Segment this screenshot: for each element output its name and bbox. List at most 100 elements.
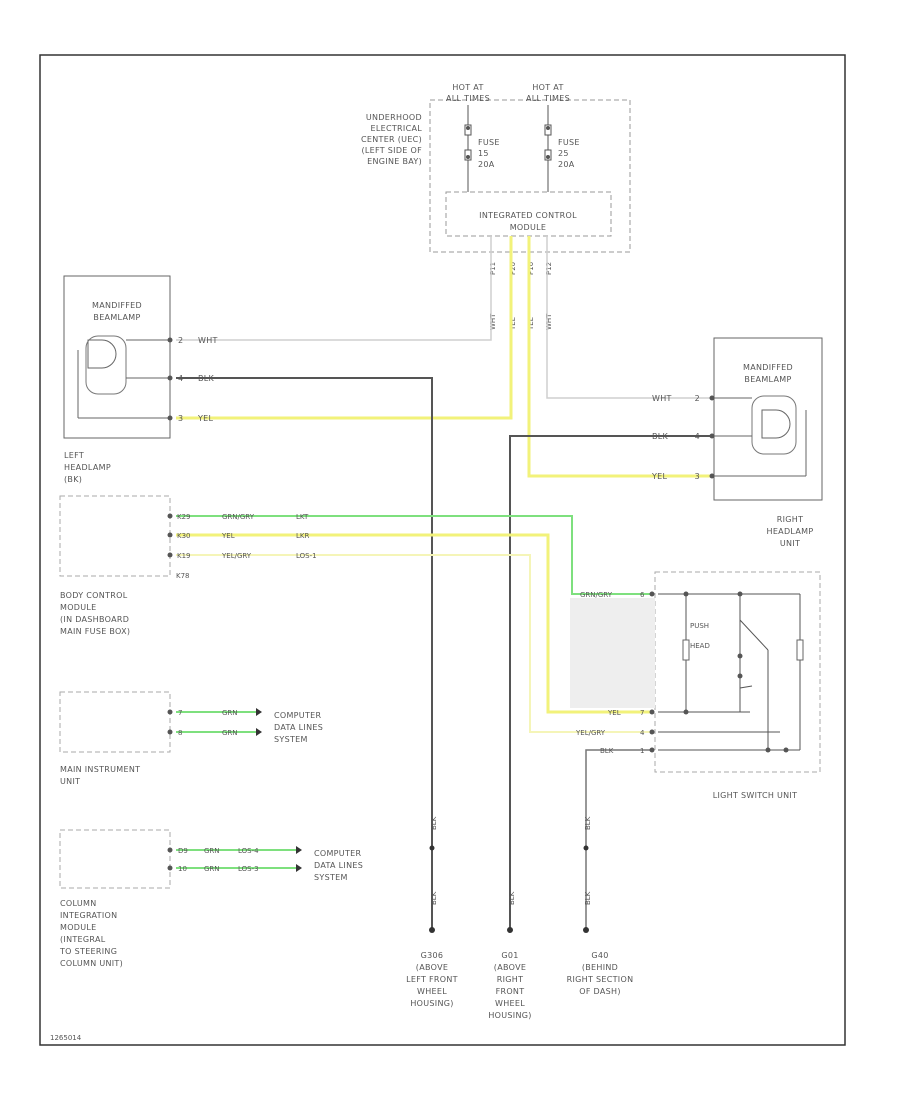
svg-text:YEL/GRY: YEL/GRY bbox=[221, 552, 252, 560]
svg-text:BEAMLAMP: BEAMLAMP bbox=[744, 375, 791, 384]
svg-text:3: 3 bbox=[695, 472, 700, 481]
svg-text:MAIN FUSE BOX): MAIN FUSE BOX) bbox=[60, 627, 130, 636]
hot-at-label-left-2: ALL TIMES bbox=[446, 94, 490, 103]
fuse-15: FUSE 15 20A bbox=[464, 105, 500, 192]
svg-text:INTEGRATED CONTROL: INTEGRATED CONTROL bbox=[479, 211, 577, 220]
svg-text:BODY CONTROL: BODY CONTROL bbox=[60, 591, 128, 600]
wire-wht-left bbox=[176, 236, 492, 341]
svg-text:WHT: WHT bbox=[489, 313, 497, 330]
svg-text:(BK): (BK) bbox=[64, 475, 82, 484]
svg-text:BLK: BLK bbox=[198, 374, 215, 383]
svg-text:7: 7 bbox=[640, 709, 644, 717]
ground-g306: BLK BLK G306 (ABOVE LEFT FRONT WHEEL HOU… bbox=[406, 816, 458, 1008]
svg-text:HOUSING): HOUSING) bbox=[488, 1011, 531, 1020]
svg-text:(LEFT SIDE OF: (LEFT SIDE OF bbox=[361, 146, 422, 155]
svg-text:(IN DASHBOARD: (IN DASHBOARD bbox=[60, 615, 129, 624]
svg-text:GRN/GRY: GRN/GRY bbox=[222, 513, 255, 521]
svg-text:LOS-3: LOS-3 bbox=[238, 865, 259, 873]
svg-text:UNIT: UNIT bbox=[780, 539, 800, 548]
svg-text:15: 15 bbox=[478, 149, 489, 158]
wire-blk-switch-ground bbox=[585, 749, 650, 930]
svg-text:HEADLAMP: HEADLAMP bbox=[767, 527, 814, 536]
svg-text:FRONT: FRONT bbox=[496, 987, 525, 996]
svg-text:MANDIFFED: MANDIFFED bbox=[92, 301, 142, 310]
svg-text:25: 25 bbox=[558, 149, 569, 158]
svg-text:20A: 20A bbox=[478, 160, 495, 169]
svg-text:G306: G306 bbox=[421, 951, 444, 960]
svg-text:7: 7 bbox=[178, 709, 182, 717]
icm-pin-labels: P11 P20 P16 P12 WHT YEL YEL WHT bbox=[489, 261, 553, 331]
svg-text:BLK: BLK bbox=[584, 891, 592, 905]
svg-text:YEL: YEL bbox=[607, 709, 621, 717]
right-headlamp-unit: MANDIFFED BEAMLAMP 2 4 3 WHT BLK YEL bbox=[651, 337, 823, 501]
svg-text:COLUMN: COLUMN bbox=[60, 899, 96, 908]
svg-text:CENTER (UEC): CENTER (UEC) bbox=[361, 135, 422, 144]
svg-text:G40: G40 bbox=[591, 951, 608, 960]
svg-text:RIGHT: RIGHT bbox=[777, 515, 804, 524]
light-switch-unit: PUSH HEAD GRN/GRY YEL YEL/GRY BLK 6 7 4 … bbox=[570, 571, 821, 800]
svg-text:YEL: YEL bbox=[509, 317, 517, 331]
svg-text:PUSH: PUSH bbox=[690, 622, 709, 630]
svg-text:HOUSING): HOUSING) bbox=[410, 999, 453, 1008]
svg-text:UNDERHOOD: UNDERHOOD bbox=[366, 113, 422, 122]
svg-text:UNIT: UNIT bbox=[60, 777, 80, 786]
svg-text:K19: K19 bbox=[177, 552, 191, 560]
svg-text:BLK: BLK bbox=[430, 816, 438, 830]
svg-text:BEAMLAMP: BEAMLAMP bbox=[93, 313, 140, 322]
svg-text:LEFT FRONT: LEFT FRONT bbox=[406, 975, 458, 984]
svg-text:2: 2 bbox=[178, 336, 183, 345]
svg-text:HEAD: HEAD bbox=[690, 642, 710, 650]
bcm-label: BODY CONTROL MODULE (IN DASHBOARD MAIN F… bbox=[60, 591, 130, 636]
left-headlamp-unit: MANDIFFED BEAMLAMP 2 4 3 WHT BLK YEL bbox=[63, 275, 218, 439]
svg-text:BLK: BLK bbox=[584, 816, 592, 830]
wire-grn-gry bbox=[176, 515, 650, 595]
svg-text:K78: K78 bbox=[176, 572, 190, 580]
svg-text:LKR: LKR bbox=[296, 532, 309, 540]
svg-text:FUSE: FUSE bbox=[478, 138, 500, 147]
ground-g40: BLK BLK G40 (BEHIND RIGHT SECTION OF DAS… bbox=[567, 816, 633, 996]
svg-text:(INTEGRAL: (INTEGRAL bbox=[60, 935, 106, 944]
body-control-module: K29 K30 K19 GRN/GRY YEL YEL/GRY LKT LKR … bbox=[59, 495, 317, 580]
svg-text:SYSTEM: SYSTEM bbox=[274, 735, 308, 744]
svg-text:4: 4 bbox=[178, 374, 183, 383]
svg-text:RIGHT: RIGHT bbox=[497, 975, 524, 984]
svg-text:D9: D9 bbox=[178, 847, 188, 855]
svg-text:P20: P20 bbox=[509, 262, 517, 275]
svg-text:WHT: WHT bbox=[198, 336, 218, 345]
svg-text:3: 3 bbox=[178, 414, 183, 423]
svg-text:YEL/GRY: YEL/GRY bbox=[575, 729, 606, 737]
svg-text:2: 2 bbox=[695, 394, 700, 403]
svg-text:K29: K29 bbox=[177, 513, 191, 521]
svg-text:COMPUTER: COMPUTER bbox=[274, 711, 322, 720]
svg-text:INTEGRATION: INTEGRATION bbox=[60, 911, 117, 920]
svg-text:(ABOVE: (ABOVE bbox=[494, 963, 526, 972]
diagram-id: 1265014 bbox=[50, 1034, 82, 1042]
svg-text:MODULE: MODULE bbox=[510, 223, 547, 232]
svg-text:YEL: YEL bbox=[651, 472, 668, 481]
svg-text:COLUMN UNIT): COLUMN UNIT) bbox=[60, 959, 123, 968]
underhood-electrical-center: HOT AT ALL TIMES HOT AT ALL TIMES UNDERH… bbox=[361, 83, 631, 253]
svg-text:SYSTEM: SYSTEM bbox=[314, 873, 348, 882]
svg-text:GRN: GRN bbox=[204, 865, 220, 873]
svg-text:BLK: BLK bbox=[508, 891, 516, 905]
svg-text:P12: P12 bbox=[545, 262, 553, 275]
svg-text:COMPUTER: COMPUTER bbox=[314, 849, 362, 858]
svg-text:GRN: GRN bbox=[222, 729, 238, 737]
right-headlamp-label: RIGHT HEADLAMP UNIT bbox=[767, 515, 814, 548]
svg-text:WHT: WHT bbox=[545, 313, 553, 330]
fuse-25: FUSE 25 20A bbox=[544, 105, 580, 192]
svg-text:MODULE: MODULE bbox=[60, 923, 97, 932]
svg-text:ENGINE BAY): ENGINE BAY) bbox=[367, 157, 422, 166]
svg-text:P11: P11 bbox=[489, 262, 497, 275]
svg-text:FUSE: FUSE bbox=[558, 138, 580, 147]
integrated-control-module: INTEGRATED CONTROL MODULE bbox=[445, 191, 612, 237]
svg-text:BLK: BLK bbox=[430, 891, 438, 905]
svg-text:K30: K30 bbox=[177, 532, 191, 540]
svg-text:YEL: YEL bbox=[197, 414, 214, 423]
svg-text:MANDIFFED: MANDIFFED bbox=[743, 363, 793, 372]
svg-text:GRN: GRN bbox=[204, 847, 220, 855]
main-instrument-unit: 7 8 GRN GRN COMPUTER DATA LINES SYSTEM M… bbox=[59, 691, 323, 786]
wire-blk-right-ground bbox=[509, 435, 710, 930]
svg-text:20A: 20A bbox=[558, 160, 575, 169]
